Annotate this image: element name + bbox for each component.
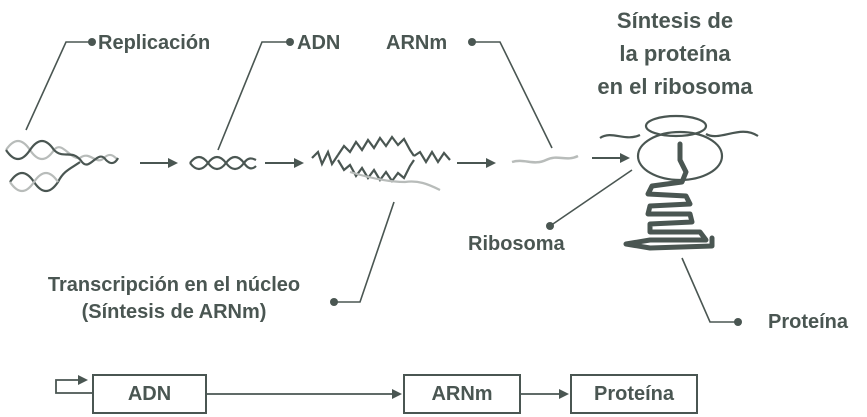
diagram-title: Síntesis de la proteína en el ribosoma [560, 4, 790, 103]
flow-connectors [55, 375, 569, 399]
label-proteina: Proteína [768, 311, 849, 333]
mrna-strand-icon [511, 154, 579, 164]
protein-chain-icon [623, 141, 715, 251]
flow-box-arnm: ARNm [403, 374, 521, 414]
flow-box-proteina: Proteína [570, 374, 698, 414]
label-arnm: ARNm [386, 32, 448, 54]
label-adn: ADN [297, 32, 341, 54]
title-line-3: en el ribosoma [597, 74, 753, 99]
label-transcripcion-line-1: Transcripción en el núcleo [47, 274, 301, 296]
leader-dots [88, 38, 742, 326]
title-line-2: la proteína [619, 41, 731, 66]
dna-helix-icon [189, 155, 257, 171]
replication-dna-icon [5, 139, 119, 193]
label-transcripcion-line-2: (Síntesis de ARNm) [81, 301, 267, 323]
label-replicacion: Replicación [98, 32, 211, 54]
flow-box-adn: ADN [92, 374, 207, 414]
label-ribosoma: Ribosoma [468, 233, 565, 255]
label-transcripcion: Transcripción en el núcleo (Síntesis de … [18, 272, 330, 326]
transcription-bubble-icon [311, 135, 451, 191]
title-line-1: Síntesis de [616, 8, 734, 33]
leader-lines [25, 41, 738, 323]
